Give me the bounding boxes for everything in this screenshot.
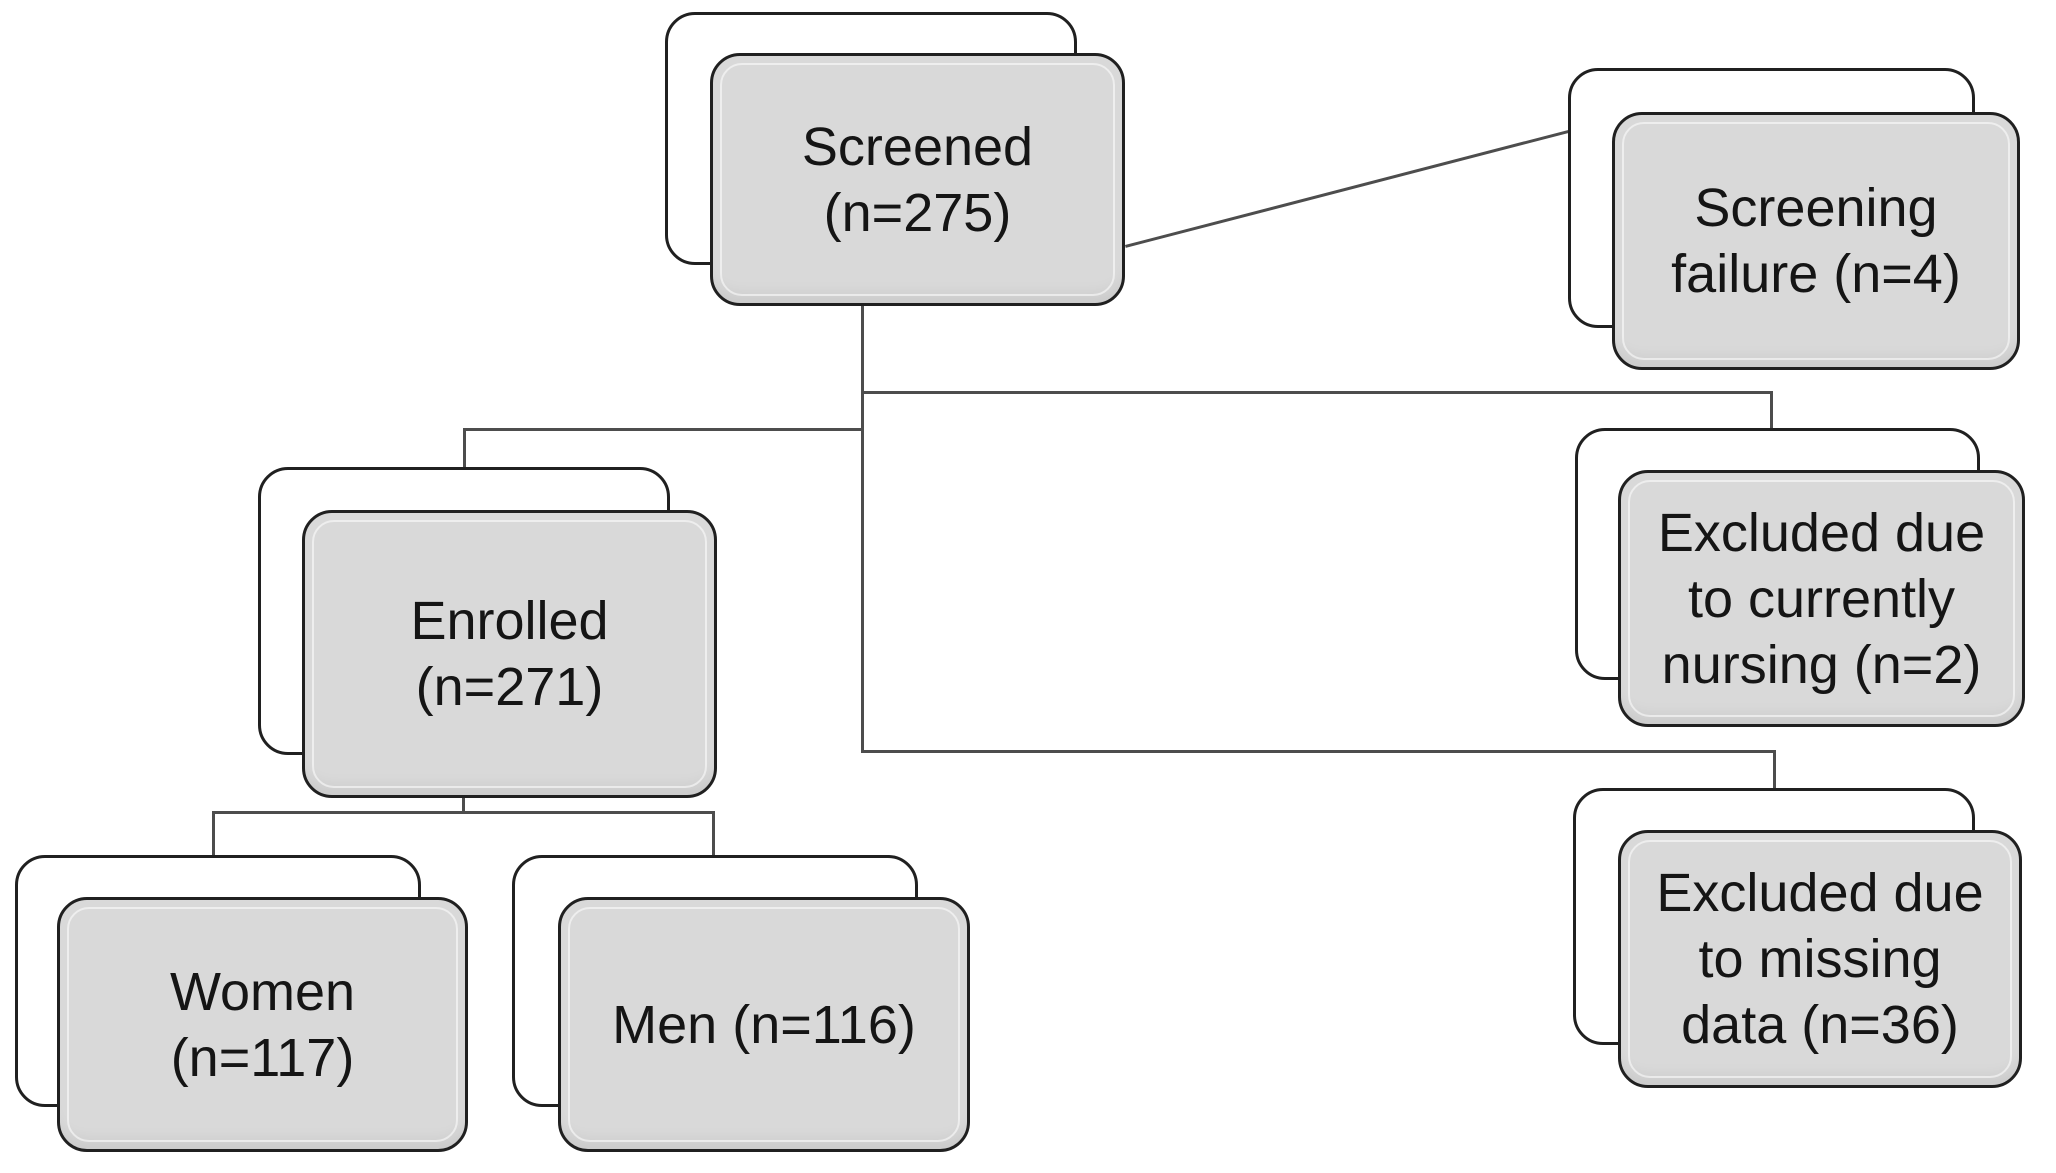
node-men: Men (n=116) <box>558 897 970 1152</box>
connector-branch-to-nursing-drop <box>1770 391 1773 431</box>
node-excluded-missing: Excluded due to missing data (n=36) <box>1618 830 2022 1088</box>
node-screening-failure-count: failure (n=4) <box>1671 244 1961 304</box>
connector-branch-to-enrolled-drop <box>463 428 466 470</box>
node-excluded-missing-line2: to missing <box>1698 929 1942 989</box>
node-enrolled-label: Enrolled <box>410 591 609 651</box>
node-women: Women (n=117) <box>57 897 468 1152</box>
connector-screened-to-screening-failure <box>1125 129 1570 248</box>
node-excluded-nursing: Excluded due to currently nursing (n=2) <box>1618 470 2025 727</box>
node-screening-failure-label: Screening <box>1694 178 1938 238</box>
connector-branch-to-nursing-horizontal <box>861 391 1773 394</box>
node-excluded-nursing-line3: nursing (n=2) <box>1661 634 1982 695</box>
node-women-label: Women <box>169 961 356 1022</box>
connector-enrolled-stub <box>462 796 465 814</box>
node-screened-label: Screened <box>801 116 1034 177</box>
connector-branch-to-missing-drop <box>1773 750 1776 791</box>
node-enrolled: Enrolled (n=271) <box>302 510 717 798</box>
node-excluded-nursing-line1: Excluded due <box>1657 502 1986 563</box>
node-enrolled-count: (n=271) <box>415 657 604 717</box>
node-screening-failure: Screening failure (n=4) <box>1612 112 2020 370</box>
node-excluded-missing-line1: Excluded due <box>1656 863 1984 923</box>
connector-branch-to-missing-horizontal <box>861 750 1776 753</box>
connector-enrolled-split-horizontal <box>212 811 715 814</box>
connector-men-drop <box>712 811 715 858</box>
connector-screened-main-vertical <box>861 303 864 753</box>
node-excluded-nursing-line2: to currently <box>1687 568 1956 629</box>
node-men-label: Men (n=116) <box>612 994 916 1055</box>
node-excluded-missing-line3: data (n=36) <box>1681 995 1959 1055</box>
node-women-count: (n=117) <box>170 1027 355 1088</box>
node-screened-count: (n=275) <box>823 182 1012 243</box>
connector-women-drop <box>212 811 215 858</box>
connector-branch-to-enrolled-horizontal <box>463 428 863 431</box>
node-screened: Screened (n=275) <box>710 53 1125 306</box>
